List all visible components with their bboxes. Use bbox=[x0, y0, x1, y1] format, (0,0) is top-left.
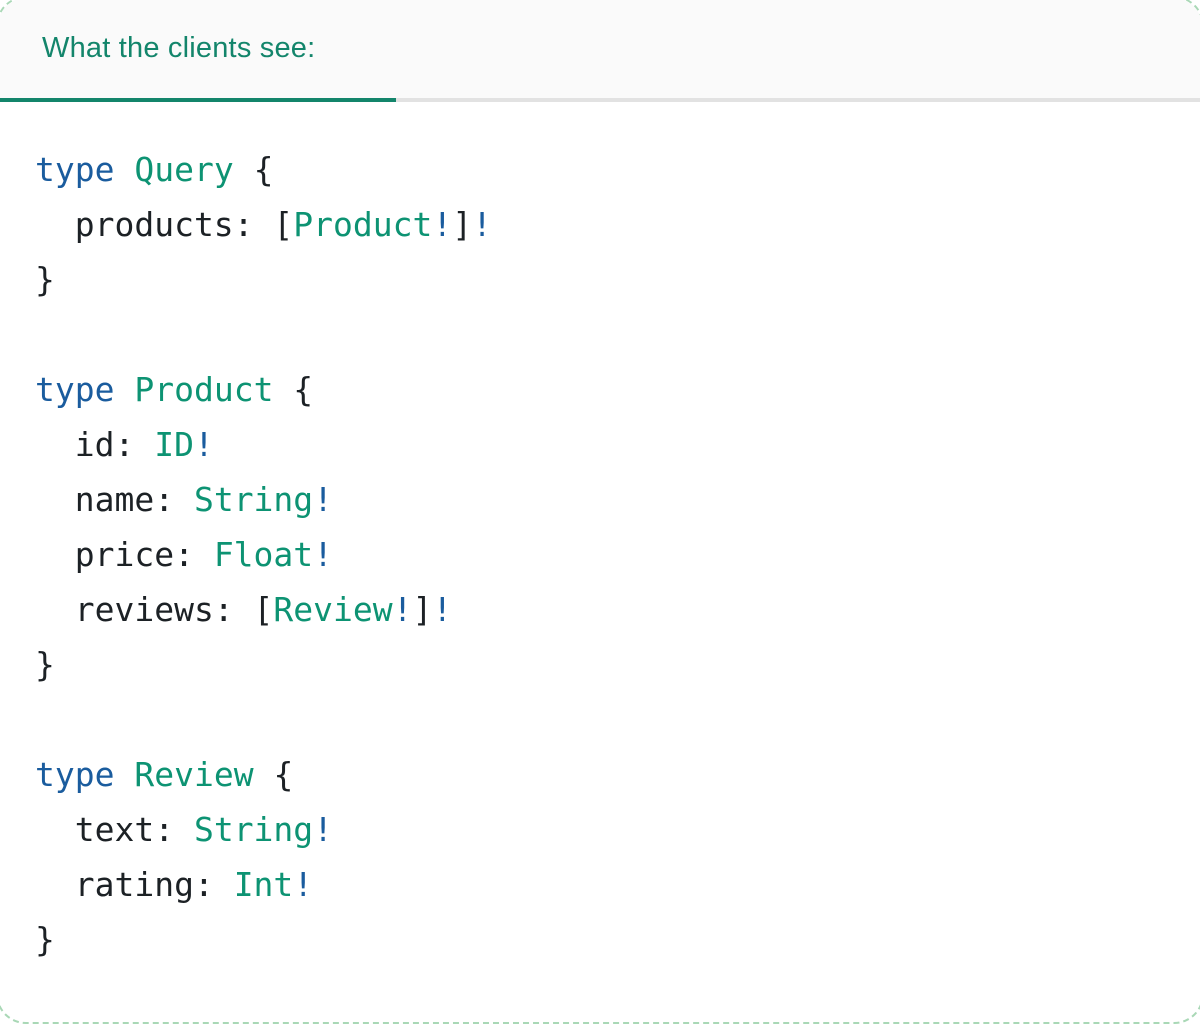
code-block: type Query { products: [Product!]!}type … bbox=[0, 102, 1200, 967]
code-token-keyword: type bbox=[35, 755, 115, 794]
code-token-keyword: ! bbox=[313, 535, 334, 574]
code-token-type: Int bbox=[233, 865, 294, 904]
code-token-plain: { bbox=[273, 370, 314, 409]
tab-label: What the clients see: bbox=[42, 31, 316, 64]
code-line: products: [Product!]! bbox=[35, 197, 1182, 252]
code-token-plain bbox=[114, 370, 134, 409]
code-token-plain: products: [ bbox=[35, 205, 294, 244]
code-token-plain: reviews: [ bbox=[35, 590, 274, 629]
code-token-keyword: ! bbox=[313, 480, 334, 519]
active-tab-underline bbox=[0, 98, 396, 102]
code-token-type: Float bbox=[213, 535, 314, 574]
code-line: } bbox=[35, 252, 1182, 307]
code-token-plain: name: bbox=[35, 480, 194, 519]
code-line: rating: Int! bbox=[35, 857, 1182, 912]
code-token-plain: ] bbox=[412, 590, 433, 629]
code-token-type: Review bbox=[134, 755, 254, 794]
code-token-plain bbox=[114, 755, 134, 794]
code-token-type: Product bbox=[293, 205, 433, 244]
code-line: } bbox=[35, 912, 1182, 967]
code-token-type: Product bbox=[134, 370, 274, 409]
code-line bbox=[35, 692, 1182, 747]
code-token-type: Review bbox=[273, 590, 393, 629]
code-token-plain: text: bbox=[35, 810, 194, 849]
tab-strip: What the clients see: bbox=[0, 0, 1200, 102]
code-line: } bbox=[35, 637, 1182, 692]
code-token-plain: } bbox=[35, 920, 55, 959]
code-line: name: String! bbox=[35, 472, 1182, 527]
code-token-keyword: ! bbox=[313, 810, 334, 849]
code-line: reviews: [Review!]! bbox=[35, 582, 1182, 637]
code-token-type: String bbox=[193, 810, 314, 849]
code-line: text: String! bbox=[35, 802, 1182, 857]
code-line: price: Float! bbox=[35, 527, 1182, 582]
code-token-type: String bbox=[193, 480, 314, 519]
code-token-plain: price: bbox=[35, 535, 214, 574]
code-line: type Query { bbox=[35, 142, 1182, 197]
code-token-type: Query bbox=[134, 150, 234, 189]
code-token-plain: } bbox=[35, 260, 55, 299]
code-token-plain: rating: bbox=[35, 865, 234, 904]
code-token-plain: { bbox=[233, 150, 274, 189]
code-token-plain: ] bbox=[452, 205, 473, 244]
code-line: type Product { bbox=[35, 362, 1182, 417]
code-token-plain: } bbox=[35, 645, 55, 684]
code-token-keyword: ! bbox=[293, 865, 314, 904]
code-token-keyword: ! bbox=[193, 425, 214, 464]
code-token-type: ID bbox=[154, 425, 194, 464]
code-token-keyword: ! bbox=[432, 590, 453, 629]
code-token-keyword: ! bbox=[392, 590, 413, 629]
code-token-keyword: ! bbox=[472, 205, 492, 244]
code-token-keyword: type bbox=[35, 370, 115, 409]
code-line: type Review { bbox=[35, 747, 1182, 802]
code-token-plain: { bbox=[253, 755, 294, 794]
code-line bbox=[35, 307, 1182, 362]
code-token-keyword: ! bbox=[432, 205, 453, 244]
tab-what-clients-see[interactable]: What the clients see: bbox=[42, 0, 315, 98]
code-line: id: ID! bbox=[35, 417, 1182, 472]
code-token-plain bbox=[114, 150, 134, 189]
code-token-keyword: type bbox=[35, 150, 115, 189]
code-token-plain: id: bbox=[35, 425, 155, 464]
